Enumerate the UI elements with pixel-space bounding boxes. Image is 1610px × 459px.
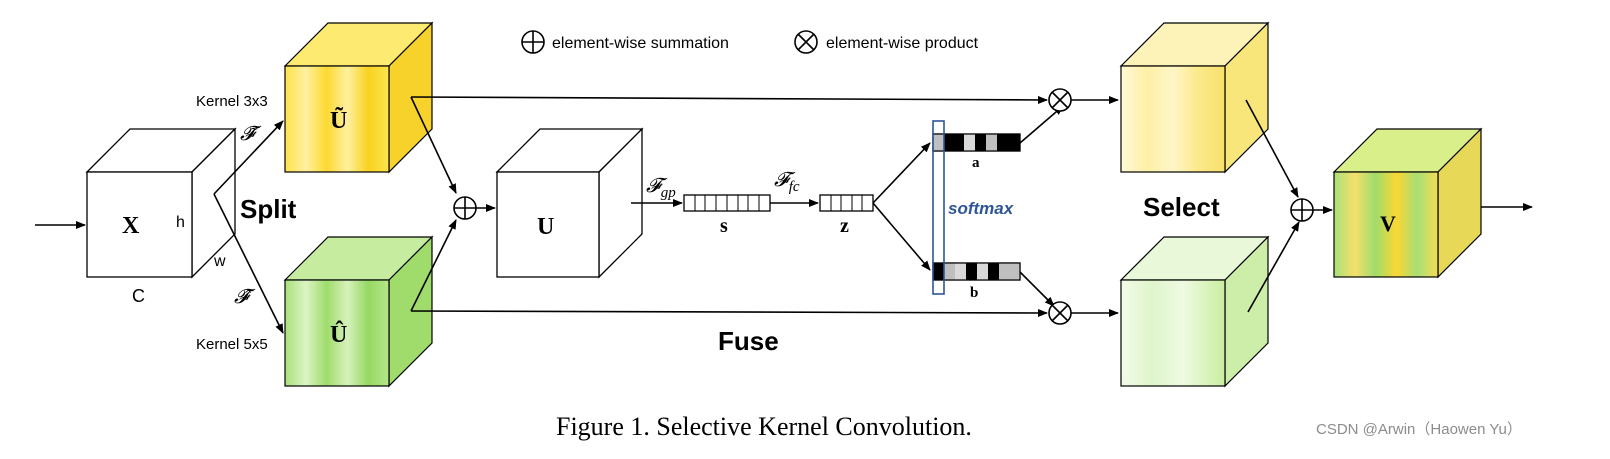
- bottom-to-final-sum-arrow: [1247, 221, 1300, 313]
- op-hat-f: 𝓕̂: [234, 286, 256, 308]
- b-to-product-arrow: [1019, 271, 1055, 307]
- cube-u-hat: Û: [283, 235, 434, 388]
- gp-op: 𝓕gp: [646, 175, 676, 201]
- vector-a: a: [932, 133, 1021, 171]
- fc-op-sub: fc: [789, 179, 800, 195]
- cube-selected-bottom: [1119, 235, 1270, 388]
- product-node-top-icon: [1048, 88, 1072, 112]
- product-legend-icon: [794, 30, 818, 54]
- b-label: b: [970, 285, 978, 301]
- a-label: a: [972, 155, 980, 171]
- u-label: U: [537, 214, 554, 240]
- product-legend-label: element-wise product: [826, 35, 979, 52]
- width-label: w: [213, 253, 226, 270]
- v-label: V: [1380, 211, 1396, 236]
- kernel-5x5-label: Kernel 5x5: [196, 336, 268, 353]
- split-label: Split: [240, 194, 297, 224]
- fuse-label: Fuse: [718, 326, 779, 356]
- softmax-box: [932, 120, 945, 295]
- op-tilde-f: 𝓕̃: [240, 123, 262, 145]
- kernel-3x3-label: Kernel 3x3: [196, 93, 268, 110]
- split-arrow-bottom: [213, 193, 284, 334]
- height-label: h: [176, 214, 185, 231]
- bottom-path-arrow: [410, 308, 1048, 317]
- top-path-arrow: [410, 95, 1048, 104]
- cube-u-tilde: Ũ: [283, 21, 434, 174]
- fc-op: 𝓕fc: [774, 169, 800, 195]
- input-cube-x: X h w C: [85, 127, 237, 306]
- split-arrow-top: [213, 120, 284, 195]
- vector-z: z: [819, 194, 874, 237]
- z-label: z: [840, 215, 849, 237]
- u-tilde-label: Ũ: [330, 108, 347, 134]
- summation-legend-label: element-wise summation: [552, 35, 729, 52]
- top-to-final-sum-arrow: [1245, 99, 1299, 198]
- z-to-b-arrow: [872, 202, 931, 271]
- vector-s: s: [683, 194, 771, 237]
- u-hat-label: Û: [330, 321, 347, 348]
- cube-selected-top: [1119, 21, 1270, 174]
- sum-node-icon: [453, 196, 477, 220]
- input-x-label: X: [122, 213, 140, 239]
- channel-label: C: [132, 286, 145, 306]
- cube-v: V: [1332, 127, 1483, 279]
- vector-b: b: [932, 262, 1021, 301]
- cube-u: U: [495, 127, 644, 279]
- watermark: CSDN @Arwin（Haowen Yu）: [1316, 421, 1522, 438]
- figure-caption: Figure 1. Selective Kernel Convolution.: [556, 412, 972, 441]
- select-label: Select: [1143, 192, 1220, 222]
- a-to-product-arrow: [1019, 105, 1064, 144]
- bottom-to-sum-arrow: [410, 219, 457, 312]
- summation-legend-icon: [521, 30, 545, 54]
- final-sum-node-icon: [1290, 198, 1314, 222]
- gp-op-sub: gp: [661, 185, 677, 201]
- legend: element-wise summation element-wise prod…: [521, 30, 979, 54]
- product-node-bottom-icon: [1048, 301, 1072, 325]
- top-to-sum-arrow: [410, 96, 457, 194]
- s-label: s: [720, 215, 728, 237]
- softmax-label: softmax: [948, 199, 1015, 218]
- z-to-a-arrow: [872, 142, 931, 204]
